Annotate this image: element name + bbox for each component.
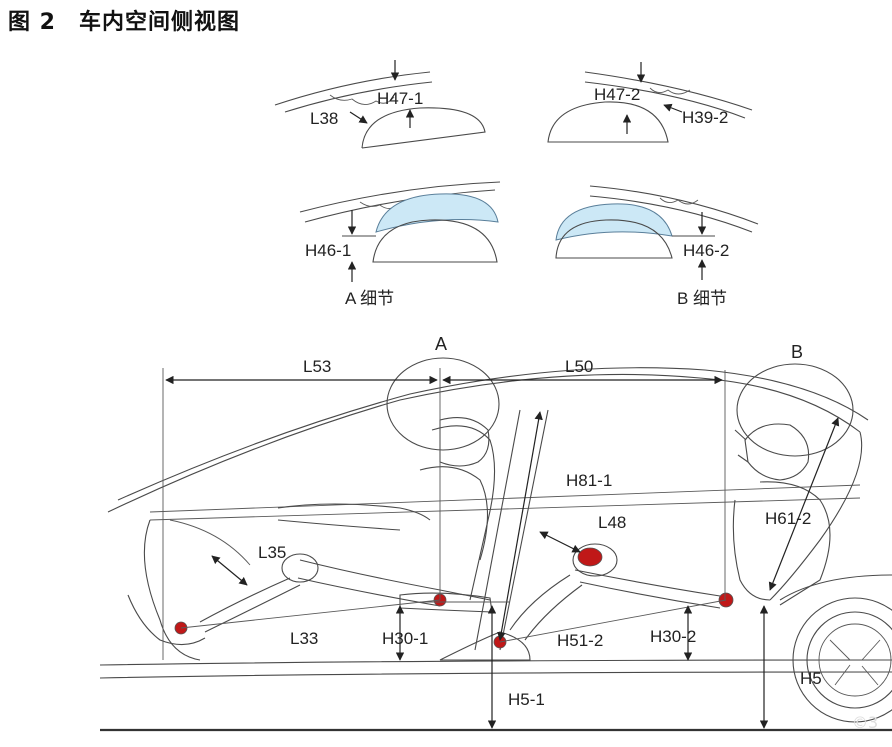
rear-occupant — [439, 423, 831, 661]
zone-label-b: B — [791, 342, 803, 362]
label-h46-2: H46-2 — [683, 241, 729, 260]
head-clearance-area-a — [375, 193, 499, 233]
detail-mid-left: H46-1 A 细节 — [299, 181, 501, 308]
caption-detail-a: A 细节 — [345, 289, 394, 308]
dimension-lines — [165, 375, 840, 729]
label-l38: L38 — [310, 109, 338, 128]
dim-label-h5: H5 — [800, 669, 822, 688]
detail-top-right: H47-2 H39-2 — [547, 62, 753, 143]
watermark: ©3 — [852, 713, 878, 732]
label-h46-1: H46-1 — [305, 241, 351, 260]
zone-a-circle — [386, 357, 500, 451]
detail-mid-right: H46-2 B 细节 — [555, 185, 759, 308]
dim-label-h51-2: H51-2 — [557, 631, 603, 650]
dim-label-h81-1: H81-1 — [566, 471, 612, 490]
dim-label-h5-1: H5-1 — [508, 690, 545, 709]
dim-label-h30-1: H30-1 — [382, 629, 428, 648]
dim-label-h30-2: H30-2 — [650, 627, 696, 646]
dim-label-l33: L33 — [290, 629, 318, 648]
head-clearance-area-b — [555, 203, 673, 241]
dim-label-l53: L53 — [303, 357, 331, 376]
dim-label-h61-2: H61-2 — [765, 509, 811, 528]
label-h47-2: H47-2 — [594, 85, 640, 104]
detail-top-left: H47-1 L38 — [274, 60, 486, 149]
front-occupant — [127, 417, 496, 646]
dim-label-l50: L50 — [565, 357, 593, 376]
caption-detail-b: B 细节 — [677, 289, 727, 308]
dim-label-l48: L48 — [598, 513, 626, 532]
label-h39-2: H39-2 — [682, 108, 728, 127]
dim-label-l35: L35 — [258, 543, 286, 562]
h-point-rear-knee — [577, 547, 603, 567]
vehicle-body-outline — [99, 367, 892, 732]
figure-title: 图 2 车内空间侧视图 — [8, 10, 240, 35]
zone-b-circle — [736, 363, 854, 457]
label-h47-1: H47-1 — [377, 89, 423, 108]
zone-label-a: A — [435, 334, 447, 354]
